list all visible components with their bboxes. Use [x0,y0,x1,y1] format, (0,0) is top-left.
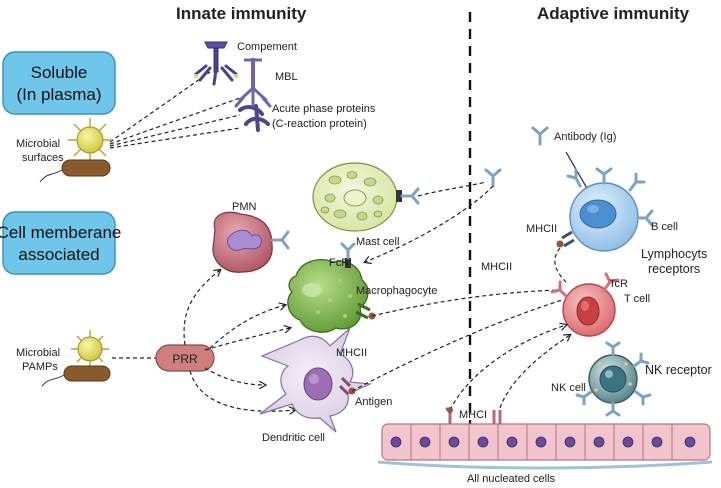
microbial-pamps-label: Microbial [16,347,60,359]
acute-phase-label: Acute phase proteins [272,103,376,115]
tcr-receptor [550,272,620,298]
nk-cell-label: NK cell [551,382,586,394]
nk-cell [575,341,652,417]
antibody-to-fcr-arrow [365,185,494,262]
soluble-sublabel: (In plasma) [16,85,101,104]
fcr-label: FcR [329,257,349,269]
t-cell [550,272,620,337]
pmn-cell [212,211,290,273]
pmn-fc-receptor [270,230,290,250]
lymphocyte-receptors-sublabel: receptors [648,262,700,276]
microbial-surfaces-sublabel: surfaces [22,152,64,164]
mast-fc-receptor [400,187,420,205]
mast-antibody-line [417,181,487,197]
macrophagocyte-cell [287,242,376,333]
mhci-molecules [444,406,502,424]
mhcii-center-label: MHCII [481,261,512,273]
mast-cell-label: Mast cell [356,236,399,248]
mhcii-bcell-label: MHCII [526,223,557,235]
complement-protein-icon [194,41,238,86]
nucleated-cells-tissue [377,406,713,470]
lymphocyte-receptors-label: Lymphocyts [641,247,707,261]
b-cell-label: B cell [651,221,678,233]
prr-to-dendritic-arrow [204,367,265,385]
dendritic-cell-label: Dendritic cell [262,432,325,444]
dendritic-tcell-line [351,299,563,392]
prr-label: PRR [172,352,198,366]
microbial-pamps-sublabel: PAMPs [22,361,58,373]
mbl-label: MBL [275,71,298,83]
macrophage-tcell-line [371,289,561,317]
virus-icon [68,118,112,162]
antigen-label: Antigen [355,396,392,408]
microbial-surfaces-label: Microbial [16,138,60,150]
prr-to-dendritic-arrow-2 [189,370,295,411]
cell-membrane-label: Cell memberane [0,223,121,242]
bacterium-icon [39,159,111,183]
macrophagocyte-label: Macrophagocyte [356,285,437,297]
acute-phase-protein-icon [238,104,270,132]
cell-membrane-category-box: Cell memberane associated [0,211,121,275]
macrophage-fc-receptor [340,242,356,260]
mhci-tcell-arrow-2 [499,335,570,409]
bcell-tcell-line [554,247,567,283]
mbl-protein-icon [234,58,272,108]
innate-immunity-heading: Innate immunity [176,4,307,23]
prr-to-macrophage-arrow [209,305,285,349]
bcell-mhcii [556,230,575,248]
complement-label: Compement [237,41,297,53]
soluble-category-box: Soluble (In plasma) [2,51,116,115]
nk-receptor-label: NK receptor [645,363,712,377]
prr-arrows [183,270,295,411]
all-nucleated-cells-label: All nucleated cells [467,473,556,485]
pamp-virus-icon [71,330,109,368]
mhcii-dendritic-label: MHCII [336,347,367,359]
antibody-label: Antibody (Ig) [554,131,616,143]
pmn-label: PMN [232,201,257,213]
acute-phase-sublabel: (C-reaction protein) [272,118,367,130]
tcr-label: TcR [609,278,628,290]
adaptive-immunity-heading: Adaptive immunity [537,4,690,23]
prr-receptor: PRR [155,344,215,372]
antibody-icon [531,126,549,146]
mhci-tcell-arrows [449,325,570,411]
mhci-label: MHCI [459,409,487,421]
prr-to-macrophage-arrow-2 [204,328,290,351]
prr-to-pmn-arrow [183,270,220,346]
dendritic-cell [259,327,373,433]
mast-cell [312,162,420,232]
free-antibody-icon [484,168,502,188]
b-cell [556,167,654,252]
t-cell-label: T cell [624,293,650,305]
pamp-bacterium-icon [41,365,111,387]
soluble-label: Soluble [31,63,88,82]
soluble-binding-lines [109,71,241,149]
dendritic-mhcii [338,376,356,396]
cell-membrane-sublabel: associated [18,245,99,264]
mhci-tcell-arrow-1 [449,325,566,411]
nk-receptors [575,341,652,417]
